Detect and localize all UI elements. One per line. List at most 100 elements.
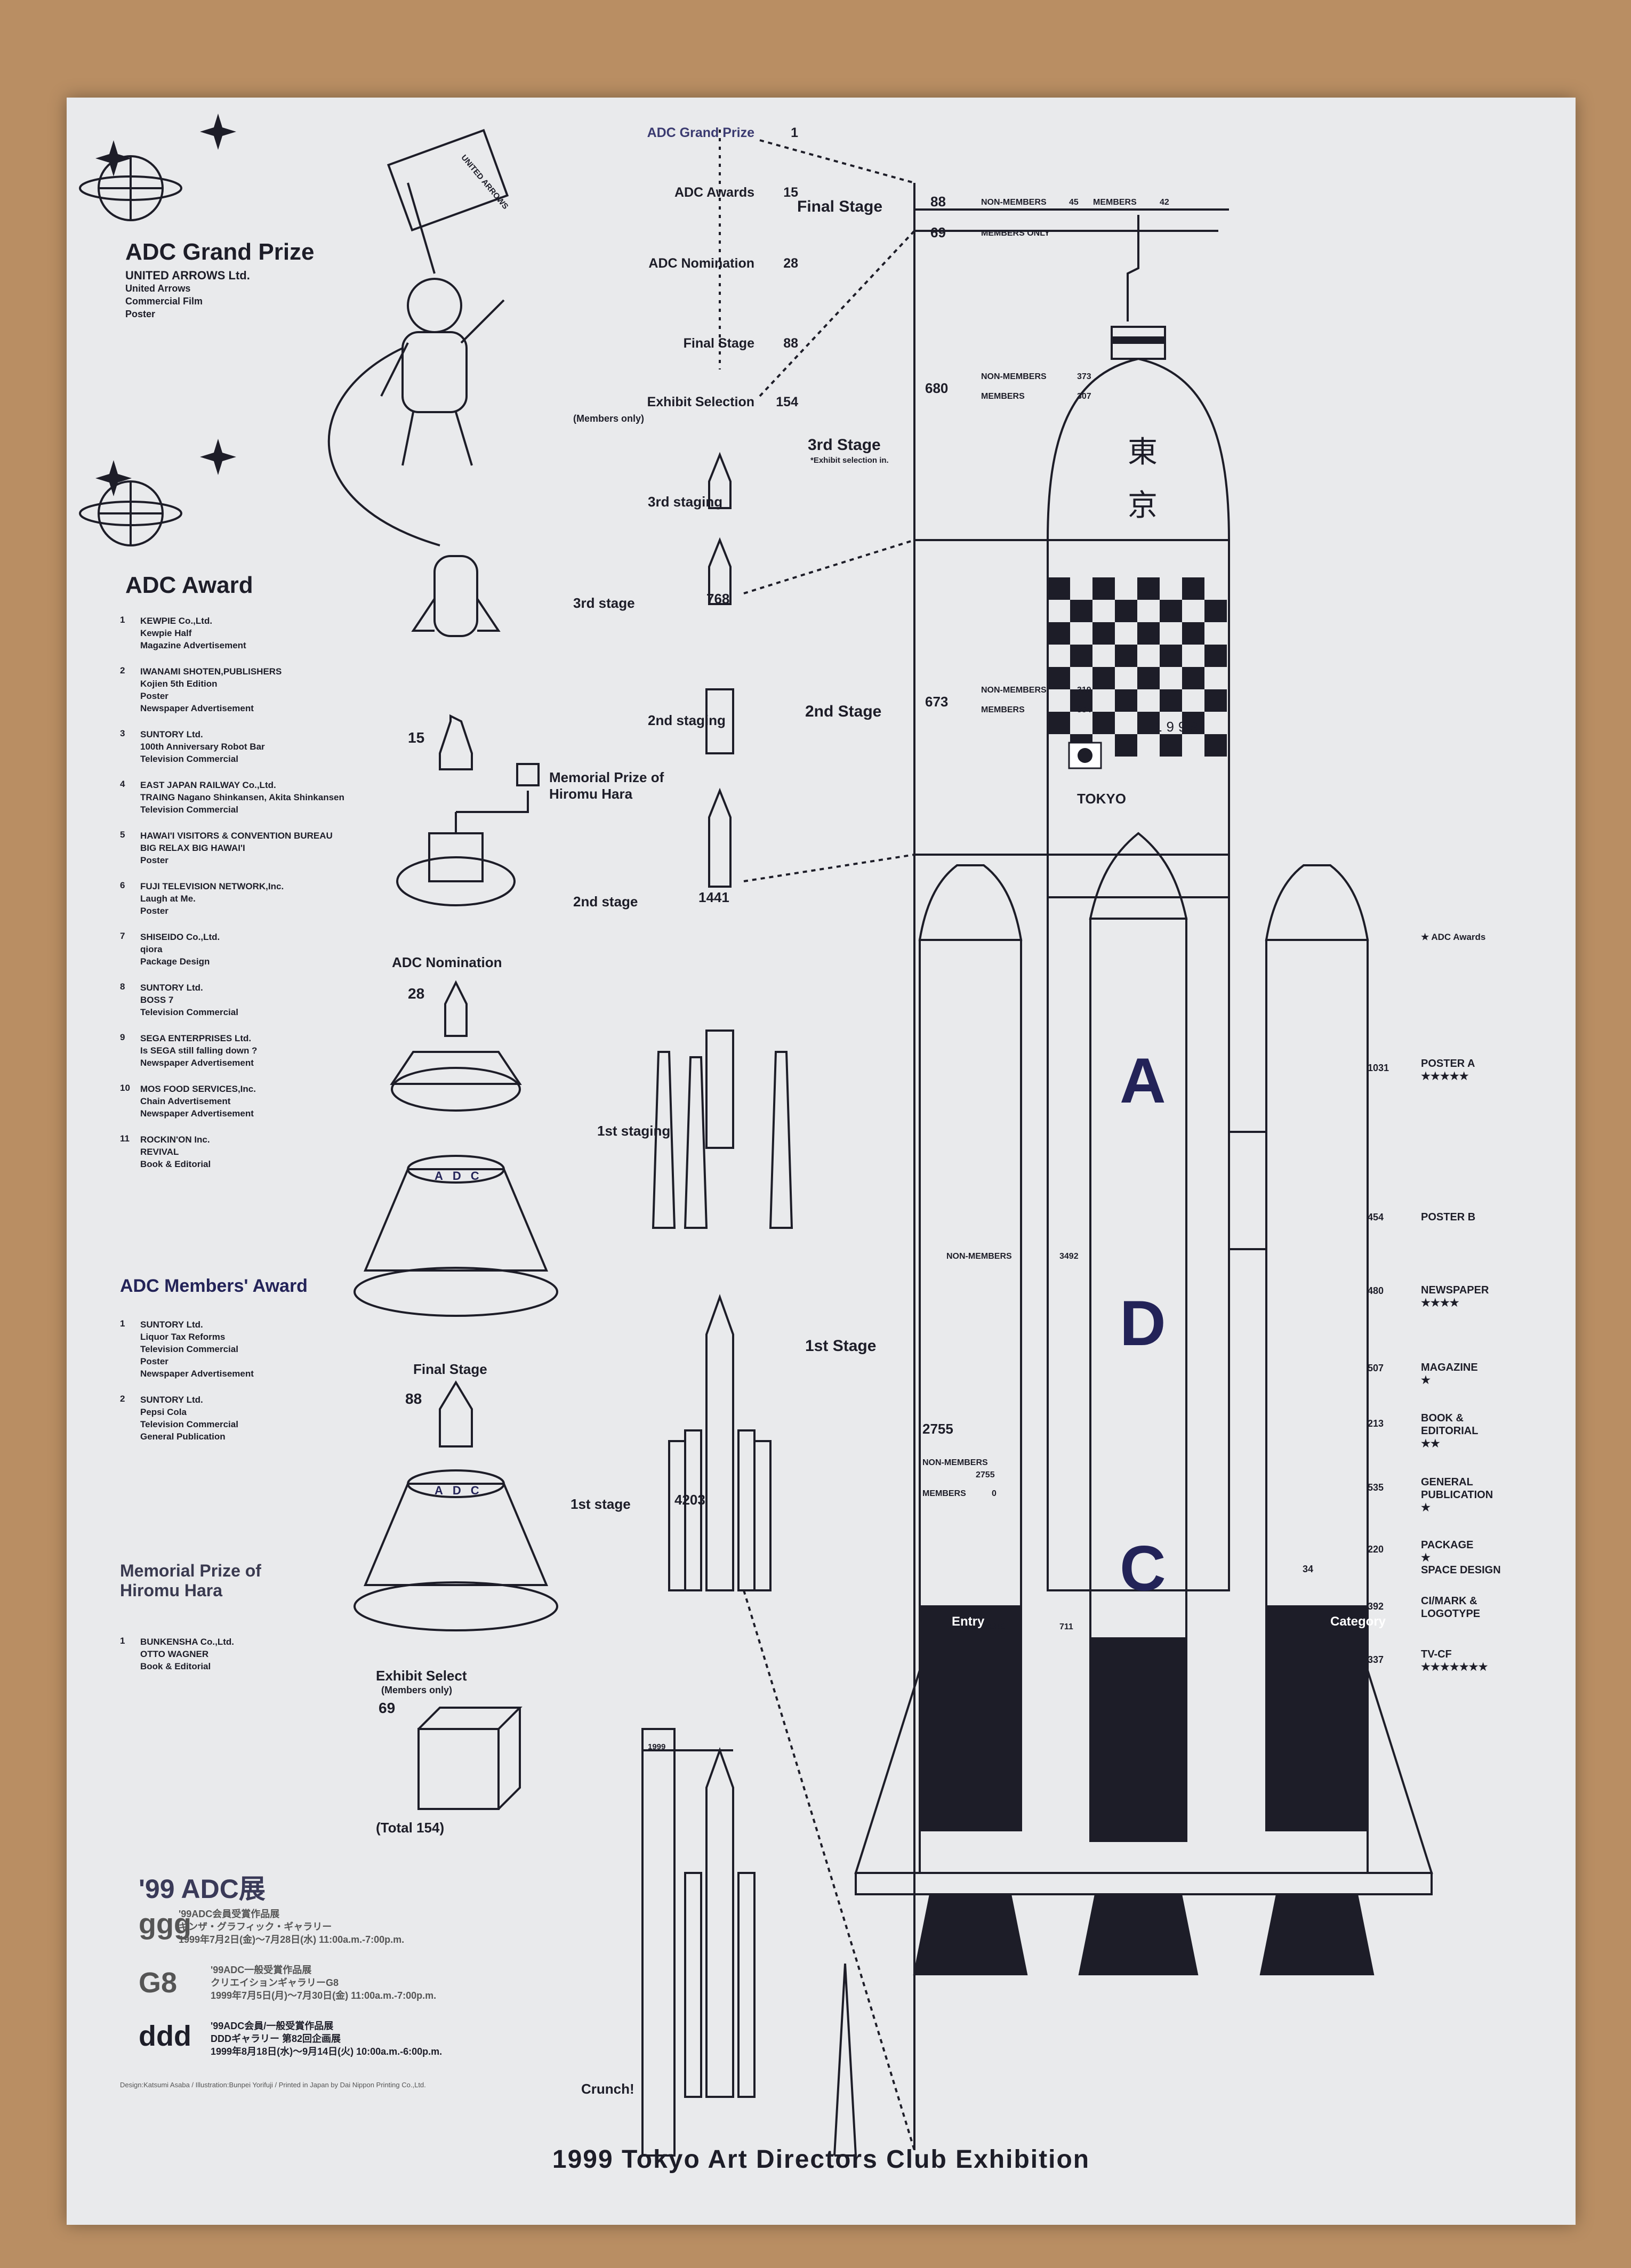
ladder-name: ADC Nomination	[648, 256, 754, 271]
category-count: 34	[1303, 1564, 1314, 1574]
award-line: IWANAMI SHOTEN,PUBLISHERS	[140, 666, 282, 677]
award-line: SUNTORY Ltd.	[140, 1395, 203, 1405]
ddd-name: '99ADC会員/一般受賞作品展	[211, 2021, 334, 2031]
award-line: Liquor Tax Reforms	[140, 1332, 226, 1342]
category-label: Category	[1330, 1614, 1386, 1629]
nonmembers-tag: NON-MEMBERS	[981, 686, 1047, 695]
ladder-value: 1	[791, 125, 798, 140]
exhibit-count: 69	[379, 1700, 396, 1716]
award-line: FUJI TELEVISION NETWORK,Inc.	[140, 881, 284, 891]
award-number: 2	[120, 1394, 125, 1404]
members-tag: MEMBERS	[981, 705, 1025, 714]
top-69: 69	[930, 224, 946, 240]
stage-2755: 2755	[922, 1421, 953, 1437]
crunch-label: Crunch!	[581, 2081, 634, 2097]
awards-key: ★ ADC Awards	[1421, 932, 1486, 942]
category-count: 213	[1368, 1418, 1384, 1429]
category-name: POSTER B	[1421, 1211, 1476, 1223]
award-line: ROCKIN'ON Inc.	[140, 1135, 210, 1145]
tower-year: 1999	[648, 1742, 666, 1751]
category-stars: ★	[1421, 1552, 1431, 1564]
award-line: Package Design	[140, 956, 210, 967]
category-name: PACKAGE	[1421, 1539, 1474, 1551]
rocket-city: TOKYO	[1077, 791, 1126, 807]
category-item: NEWSPAPER★★★★	[1421, 1284, 1489, 1309]
award-number: 6	[120, 880, 125, 890]
third-stage-row-label: 3rd stage	[573, 595, 635, 611]
ladder-row: Final Stage 88	[568, 336, 866, 354]
ladder-value: 154	[776, 395, 798, 409]
category-name: SPACE DESIGN	[1421, 1564, 1501, 1576]
rocket-letter-a: A	[1120, 1045, 1166, 1116]
award-line: Poster	[140, 1356, 168, 1366]
top-88: 88	[930, 194, 946, 210]
final-count: 88	[405, 1390, 422, 1407]
category-item: MAGAZINE★	[1421, 1361, 1478, 1387]
ladder-value: 88	[783, 336, 798, 351]
category-count: 507	[1368, 1363, 1384, 1373]
award-line: Television Commercial	[140, 1419, 238, 1429]
poster-title: 1999 Tokyo Art Directors Club Exhibition	[552, 2145, 1090, 2174]
exhibit-sub: (Members only)	[381, 1685, 453, 1695]
award-line: Newspaper Advertisement	[140, 1108, 254, 1119]
gb-name: '99ADC一般受賞作品展	[211, 1965, 312, 1975]
award-number: 2	[120, 665, 125, 675]
members-only-tag: MEMBERS ONLY	[981, 229, 1050, 238]
award-line: SUNTORY Ltd.	[140, 983, 203, 993]
third-stage-label: 3rd Stage	[808, 436, 881, 454]
third-stage-count: 768	[706, 591, 730, 607]
award-line: Book & Editorial	[140, 1159, 211, 1169]
award-line: TRAING Nagano Shinkansen, Akita Shinkans…	[140, 792, 344, 802]
final-label: Final Stage	[413, 1361, 487, 1377]
second-stage-row-label: 2nd stage	[573, 894, 638, 910]
award-line: Television Commercial	[140, 1007, 238, 1017]
award-title: ADC Award	[125, 572, 253, 598]
memorial-label: Memorial Prize of Hiromu Hara	[549, 769, 664, 802]
category-stars: ★★	[1421, 1438, 1440, 1450]
rocket-letter-c: C	[1120, 1533, 1166, 1604]
top-88-members: 42	[1160, 198, 1169, 207]
award-line: Poster	[140, 855, 168, 865]
award-number: 10	[120, 1083, 130, 1093]
award-line: HAWAI'I VISITORS & CONVENTION BUREAU	[140, 831, 333, 841]
nomination-count: 28	[408, 985, 425, 1002]
category-count: 1031	[1368, 1063, 1389, 1073]
award-line: BUNKENSHA Co.,Ltd.	[140, 1637, 234, 1647]
gb-venue: クリエイションギャラリーG8	[211, 1977, 339, 1988]
ddd-info: '99ADC会員/一般受賞作品展 DDDギャラリー 第82回企画展 1999年8…	[211, 2020, 442, 2058]
award-line: Television Commercial	[140, 754, 238, 764]
ggg-name: '99ADC会員受賞作品展	[179, 1909, 280, 1919]
ggg-logo: ggg	[139, 1908, 191, 1940]
award-number: 8	[120, 982, 125, 992]
ladder-name: Final Stage	[683, 336, 754, 351]
award-line: KEWPIE Co.,Ltd.	[140, 616, 213, 626]
award-number: 9	[120, 1032, 125, 1042]
category-count: 337	[1368, 1654, 1384, 1665]
category-item: CI/MARK & LOGOTYPE	[1421, 1595, 1512, 1620]
category-count: 220	[1368, 1544, 1384, 1555]
ddd-dates: 1999年8月18日(水)～9月14日(火) 10:00a.m.-6:00p.m…	[211, 2046, 443, 2057]
category-item: SPACE DESIGN	[1421, 1564, 1501, 1577]
category-name: GENERAL PUBLICATION	[1421, 1476, 1493, 1501]
stage-680: 680	[925, 380, 949, 396]
award-line: SEGA ENTERPRISES Ltd.	[140, 1033, 252, 1043]
members-tag: MEMBERS	[1093, 198, 1137, 207]
nonmembers-tag: NON-MEMBERS	[946, 1252, 1012, 1261]
award-line: EAST JAPAN RAILWAY Co.,Ltd.	[140, 780, 276, 790]
s680-members: 307	[1077, 392, 1091, 401]
award-line: REVIVAL	[140, 1147, 179, 1157]
nonmembers-tag: NON-MEMBERS	[981, 372, 1047, 381]
grand-prize-line: Commercial Film	[125, 296, 203, 307]
grand-prize-line: United Arrows	[125, 283, 191, 294]
